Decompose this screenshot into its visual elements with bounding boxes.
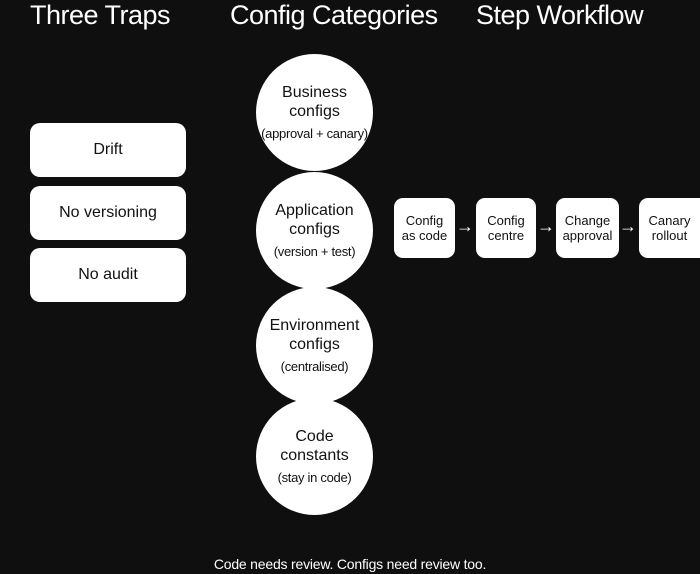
category-title: configs (289, 103, 340, 120)
trap-box-no-versioning: No versioning (30, 186, 186, 240)
category-circle-environment: Environment configs (centralised) (256, 287, 373, 404)
arrow-right-icon: → (537, 216, 555, 236)
category-circle-business: Business configs (approval + canary) (256, 54, 373, 171)
category-title: constants (280, 447, 349, 464)
category-circle-application: Application configs (version + test) (256, 172, 373, 289)
heading-config-categories: Config Categories (230, 0, 438, 30)
category-subtitle: (centralised) (280, 359, 349, 374)
arrow-right-icon: → (456, 216, 474, 236)
footer-caption: Code needs review. Configs need review t… (213, 556, 487, 572)
category-title: Application (275, 202, 354, 219)
category-subtitle: (stay in code) (277, 470, 352, 485)
trap-label: No audit (78, 266, 138, 283)
trap-label: No versioning (59, 204, 157, 221)
category-title: Environment (269, 317, 360, 334)
category-title: configs (289, 336, 340, 353)
trap-label: Drift (93, 141, 123, 158)
category-title: Code (295, 428, 334, 445)
trap-box-no-audit: No audit (30, 248, 186, 302)
category-title: configs (289, 221, 340, 238)
category-subtitle: (version + test) (273, 244, 356, 259)
trap-box-drift: Drift (30, 123, 186, 177)
category-circle-code-constants: Code constants (stay in code) (256, 398, 373, 515)
heading-step-workflow: Step Workflow (476, 0, 644, 30)
heading-three-traps: Three Traps (30, 0, 171, 30)
arrow-right-icon: → (619, 216, 637, 236)
category-title: Business (282, 84, 347, 101)
category-subtitle: (approval + canary) (261, 126, 368, 141)
